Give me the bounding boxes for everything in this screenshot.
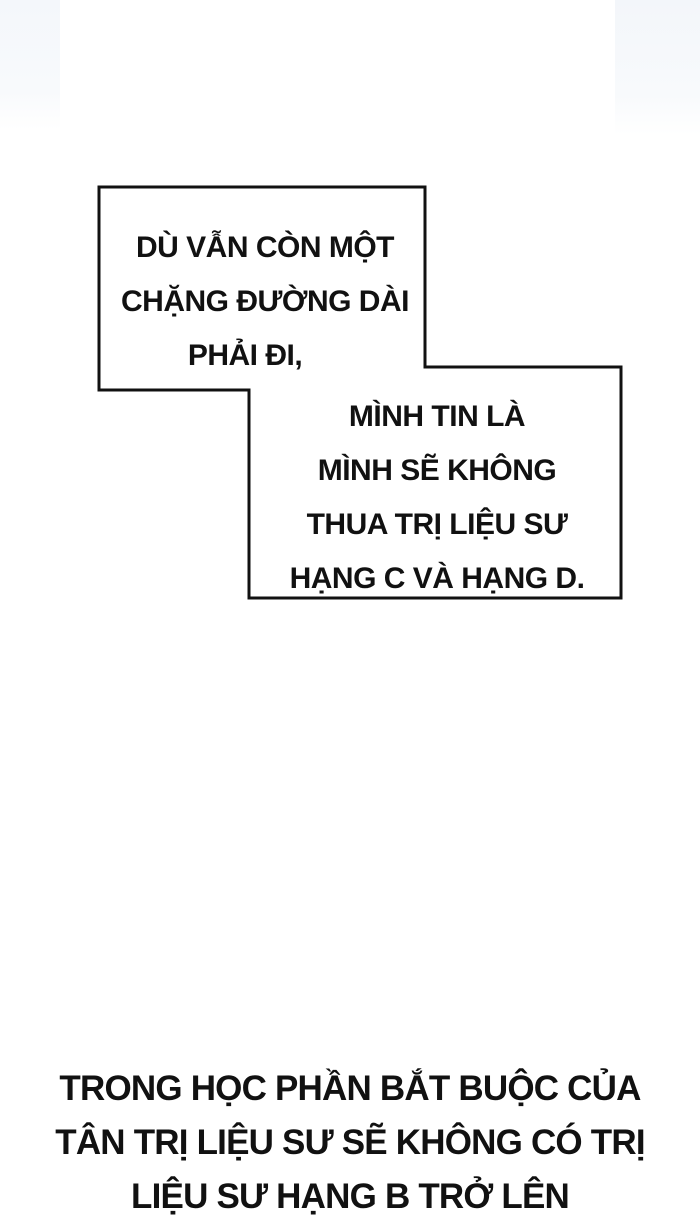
speech-box-1: DÙ VẪN CÒN MỘT CHẶNG ĐƯỜNG DÀI PHẢI ĐI, [112, 221, 418, 383]
speech-box-1-line: DÙ VẪN CÒN MỘT [136, 231, 395, 264]
background-art-fragment-right [615, 0, 700, 135]
caption-line: TRONG HỌC PHẦN BẮT BUỘC CỦA [59, 1069, 641, 1108]
speech-box-1-line: CHẶNG ĐƯỜNG DÀI [121, 285, 409, 318]
caption-line: LIỆU SƯ HẠNG B TRỞ LÊN [131, 1177, 570, 1216]
speech-box-2-line: MÌNH SẼ KHÔNG [317, 454, 557, 487]
background-art-fragment-left [0, 0, 60, 130]
speech-box-2-line: THUA TRỊ LIỆU SƯ [306, 508, 568, 541]
speech-box-2: MÌNH TIN LÀ MÌNH SẼ KHÔNG THUA TRỊ LIỆU … [262, 390, 612, 606]
speech-box-2-line: HẠNG C VÀ HẠNG D. [289, 562, 585, 595]
caption-line: TÂN TRỊ LIỆU SƯ SẼ KHÔNG CÓ TRỊ [55, 1123, 645, 1162]
speech-box-1-line: PHẢI ĐI, [187, 339, 303, 372]
speech-box-2-line: MÌNH TIN LÀ [348, 400, 526, 433]
